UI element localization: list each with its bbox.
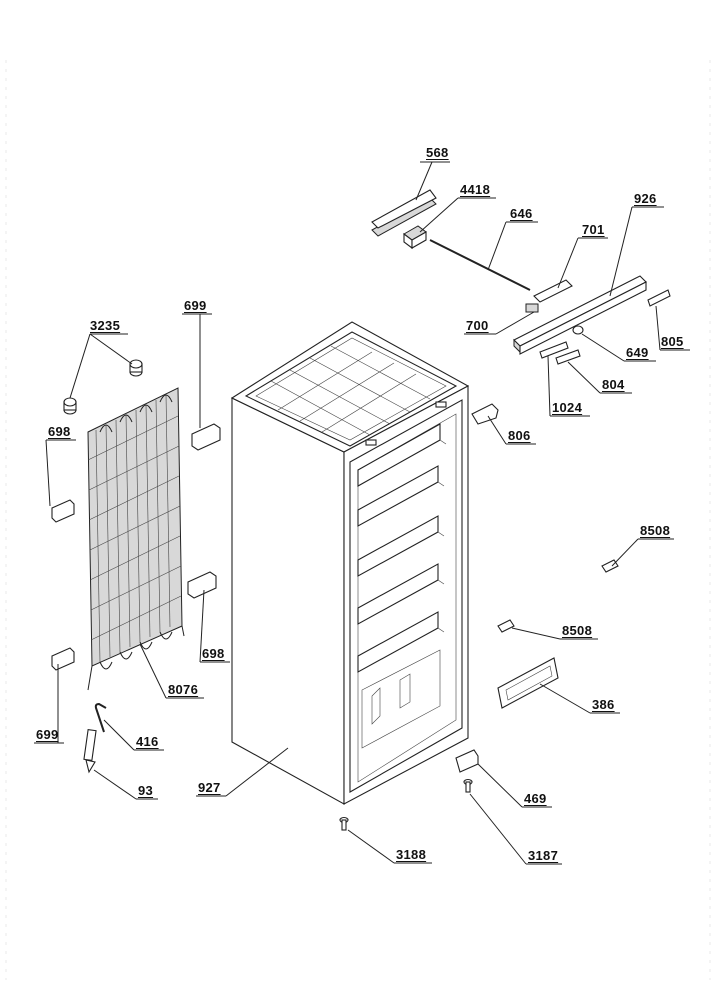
- label-698-right: 698: [202, 646, 225, 661]
- label-649: 649: [626, 345, 649, 360]
- top-grid-cells: [270, 345, 431, 436]
- label-469: 469: [524, 791, 547, 806]
- label-927: 927: [198, 780, 221, 795]
- part-8508-b: [497, 619, 515, 633]
- grommet-parts: [63, 359, 143, 415]
- leader-lines: [34, 161, 690, 865]
- lamp-holder-part: [403, 225, 427, 250]
- label-8508-mid: 8508: [562, 623, 593, 638]
- thermostat-rod: [429, 239, 531, 291]
- kick-plate: [497, 657, 559, 709]
- label-8508-top: 8508: [640, 523, 671, 538]
- label-805: 805: [661, 334, 684, 349]
- thermostat-knob: [572, 325, 584, 335]
- thermostat-clip: [533, 279, 573, 303]
- part-805: [647, 289, 671, 307]
- bottom-hinge-part: [455, 749, 479, 773]
- part-804: [555, 349, 581, 365]
- label-646: 646: [510, 206, 533, 221]
- shelf-lips: [437, 439, 447, 633]
- label-93: 93: [138, 783, 154, 798]
- top-hinge-mark-2: [435, 401, 447, 408]
- top-grid-panel: [244, 331, 458, 447]
- label-568: 568: [426, 145, 449, 160]
- light-cover-part: [371, 189, 437, 237]
- label-8076: 8076: [168, 682, 199, 697]
- label-699-top: 699: [184, 298, 207, 313]
- label-3188: 3188: [396, 847, 427, 862]
- label-4418: 4418: [460, 182, 491, 197]
- label-806: 806: [508, 428, 531, 443]
- label-926: 926: [634, 191, 657, 206]
- cabinet-inner-liner: [357, 413, 457, 783]
- part-8508-a: [601, 559, 619, 573]
- adjustable-foot-3188: [339, 816, 349, 831]
- label-1024: 1024: [552, 400, 583, 415]
- top-hinge-mark: [365, 439, 377, 446]
- cabinet-shelves: [357, 423, 441, 749]
- label-700: 700: [466, 318, 489, 333]
- top-hinge-part: [471, 403, 499, 425]
- control-panel-bar: [513, 275, 647, 355]
- filter-drier: [83, 728, 97, 774]
- condenser-coil: [87, 387, 185, 691]
- thermostat-block: [525, 303, 539, 313]
- label-3235: 3235: [90, 318, 121, 333]
- label-3187: 3187: [528, 848, 559, 863]
- label-698-left: 698: [48, 424, 71, 439]
- label-699-bottom: 699: [36, 727, 59, 742]
- label-701: 701: [582, 222, 605, 237]
- drain-tube: [94, 702, 107, 733]
- adjustable-foot-3187: [463, 778, 473, 793]
- part-1024: [539, 341, 569, 359]
- label-386: 386: [592, 697, 615, 712]
- freezer-cabinet: [230, 321, 470, 805]
- cabinet-side-panel: [231, 397, 345, 805]
- label-804: 804: [602, 377, 625, 392]
- label-416: 416: [136, 734, 159, 749]
